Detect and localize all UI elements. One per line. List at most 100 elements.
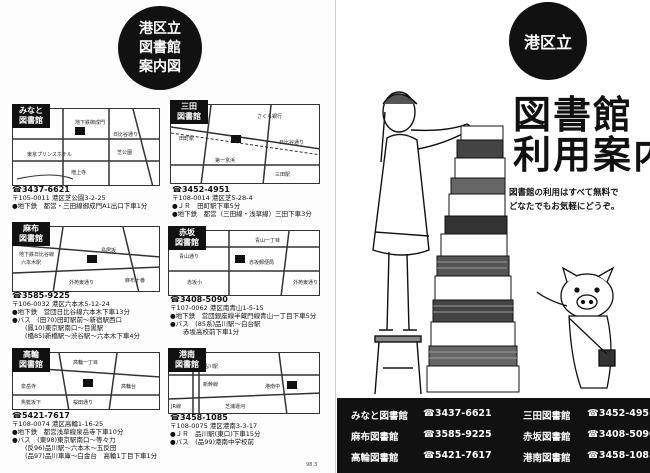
info-line: ●地下鉄 都営・三田線御成門A1出口下車1分	[12, 202, 148, 210]
info-line: ●地下鉄 都営浅草線泉岳寺下車10分	[12, 428, 124, 436]
library-label-takanawa: 高輪図書館	[12, 348, 50, 372]
label-line: 図書館	[175, 360, 199, 369]
right-page: 港区立 図書館 利用案内 図書館の利用はすべて無料で どなたでもお気軽にどうぞ。	[337, 0, 650, 473]
map-text: 地下鉄日比谷線	[19, 252, 55, 258]
map-text: 青山通り	[179, 254, 200, 260]
directory-name: 麻布図書館	[351, 432, 399, 443]
ward-circle: 港区立	[509, 2, 587, 80]
info-line: (橋85)新橋駅〜渋谷駅〜六本木下車4分	[12, 332, 140, 340]
info-line: 〒105-0011 港区芝公園3-2-25	[12, 194, 106, 202]
phone-icon: ☎3408-5090	[170, 295, 228, 304]
map-text: さくら銀行	[257, 114, 283, 120]
info-line: ●バス (東98)東京駅南口〜等々力	[12, 436, 116, 444]
map-text: 高輪台	[121, 384, 137, 390]
directory-phone: ☎3458-1085	[587, 450, 650, 461]
library-info-minato: ☎3437-6621 〒105-0011 港区芝公園3-2-25 ●地下鉄 都営…	[12, 185, 148, 211]
phone-number: 3452-4951	[181, 185, 230, 194]
map-text: 東京プリンスホテル	[27, 152, 72, 158]
title-library: 図書館	[513, 93, 634, 137]
info-line: ●地下鉄 営団日比谷線六本木下車13分	[12, 308, 130, 316]
directory-phone: ☎3408-5090	[587, 429, 650, 440]
label-line: 図書館	[177, 112, 201, 121]
library-info-takanawa: ☎5421-7617 〒108-0074 港区高輪1-16-25 ●地下鉄 都営…	[12, 411, 158, 461]
info-line: ●ＪＲ 田町駅下車5分	[172, 202, 241, 210]
info-line: ●地下鉄 営団銀座線半蔵門線青山一丁目下車5分	[170, 312, 317, 320]
label-line: 麻布	[23, 224, 39, 233]
directory-name: 赤坂図書館	[523, 432, 571, 443]
map-text: 品川駅	[203, 364, 219, 370]
map-text: 鳥居坂	[101, 248, 117, 254]
directory-phone: ☎3585-9225	[423, 429, 492, 440]
info-line: 〒108-0074 港区高輪1-16-25	[12, 420, 104, 428]
map-text: 日比谷通り	[279, 140, 305, 146]
label-line: 港南	[179, 350, 195, 359]
map-text: 青山一丁目	[255, 238, 281, 244]
phone-number: 5421-7617	[21, 411, 70, 420]
map-text: 桜田通り	[73, 400, 94, 406]
title-guide: 利用案内	[513, 133, 650, 177]
directory-name: 高輪図書館	[351, 453, 399, 464]
library-info-mita: ☎3452-4951 〒108-0014 港区芝5-28-4 ●ＪＲ 田町駅下車…	[172, 185, 312, 219]
map-text: 港南中	[265, 384, 281, 390]
info-line: (反96)品川駅〜六本木〜五反田	[12, 444, 117, 452]
page-number: 98.3	[306, 462, 318, 468]
phone-icon: ☎5421-7617	[12, 411, 70, 420]
map-text: 赤坂郵便局	[249, 260, 275, 266]
label-line: 高輪	[23, 350, 39, 359]
library-directory-band: みなと図書館 ☎3437-6621 三田図書館 ☎3452-4951 麻布図書館…	[337, 398, 650, 473]
map-text: 芝浦運河	[225, 404, 246, 410]
map-text: 赤坂小	[187, 280, 203, 286]
info-line: ●バス (85系)品川駅〜白台駅	[170, 320, 261, 328]
phone-icon: ☎3437-6621	[12, 185, 70, 194]
directory-name: みなと図書館	[351, 411, 409, 422]
library-label-konan: 港南図書館	[168, 348, 206, 372]
map-text: 三田駅	[275, 172, 291, 178]
label-line: 赤坂	[179, 228, 195, 237]
info-line: ●バス (品99)港南中学校前	[170, 438, 255, 446]
phone-icon: ☎3458-1085	[170, 413, 228, 422]
phone-number: 3458-1085	[179, 413, 228, 422]
label-line: 図書館	[19, 116, 43, 125]
info-line: ●ＪＲ 品川駅(東口)下車15分	[170, 430, 261, 438]
girl-books-pig-illustration	[372, 91, 616, 395]
phone-number: 3437-6621	[21, 185, 70, 194]
library-info-konan: ☎3458-1085 〒108-0075 港区港南3-3-17 ●ＪＲ 品川駅(…	[170, 413, 261, 447]
library-label-mita: 三田図書館	[170, 100, 208, 124]
info-line: ●地下鉄 都営（三田線・浅草線）三田下車3分	[172, 210, 312, 218]
map-text: 田町駅	[179, 136, 195, 142]
map-text: 新幹線	[203, 382, 219, 388]
directory-name: 三田図書館	[523, 411, 571, 422]
library-label-akasaka: 赤坂図書館	[168, 226, 206, 250]
directory-phone: ☎3437-6621	[423, 408, 492, 419]
directory-name: 港南図書館	[523, 453, 571, 464]
pig-character	[536, 266, 616, 389]
map-text: 地下鉄御成門	[75, 120, 106, 126]
info-line: (鳳10)東京駅南口〜目黒駅	[12, 324, 104, 332]
info-line: 〒106-0032 港区六本木5-12-24	[12, 300, 110, 308]
library-info-akasaka: ☎3408-5090 〒107-0062 港区南青山1-5-15 ●地下鉄 営団…	[170, 295, 317, 337]
info-line: 〒108-0014 港区芝5-28-4	[172, 194, 253, 202]
guide-line-1: 港区立	[139, 20, 181, 37]
label-line: みなと	[19, 106, 43, 115]
info-line: ●バス (田70)田町駅前〜新宿駅西口	[12, 316, 123, 324]
phone-icon: ☎3585-9225	[12, 291, 70, 300]
guide-line-2: 図書館	[139, 39, 181, 56]
tagline-2: どなたでもお気軽にどうぞ。	[509, 202, 620, 212]
phone-icon: ☎3452-4951	[172, 185, 230, 194]
directory-phone: ☎3452-4951	[587, 408, 650, 419]
guide-title-circle: 港区立 図書館 案内図	[118, 6, 202, 90]
label-line: 図書館	[19, 234, 43, 243]
map-text: 日比谷通り	[113, 132, 139, 138]
tagline-1: 図書館の利用はすべて無料で	[509, 188, 619, 198]
map-text: 第一京浜	[215, 158, 236, 164]
map-text: 魚籃坂下	[21, 400, 42, 406]
phone-number: 3408-5090	[179, 295, 228, 304]
map-text: 泉岳寺	[21, 384, 37, 390]
map-text: 増上寺	[71, 170, 87, 176]
info-line: (品97)品川車庫〜白金台 高輪1丁目下車1分	[12, 452, 158, 460]
library-label-minato: みなと図書館	[12, 104, 50, 128]
info-line: 赤坂高校前下車1分	[170, 328, 240, 336]
map-text: 六本木駅	[21, 260, 42, 266]
info-line: 〒108-0075 港区港南3-3-17	[170, 422, 258, 430]
directory-phone: ☎5421-7617	[423, 450, 492, 461]
